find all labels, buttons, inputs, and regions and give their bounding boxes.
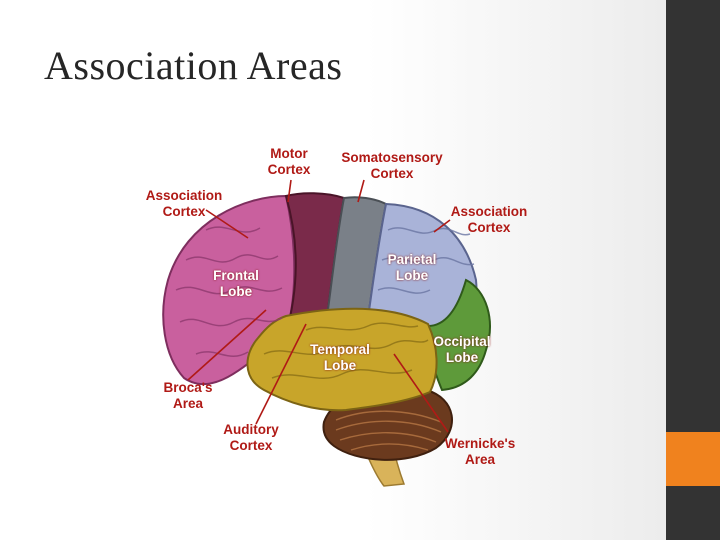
label-auditory-cortex: Auditory Cortex	[223, 422, 279, 453]
temporal-lobe	[246, 307, 438, 412]
brain-illustration	[162, 179, 491, 487]
label-somatosensory-cortex: Somatosensory Cortex	[341, 150, 443, 181]
cerebellum-folds	[335, 410, 442, 451]
label-temporal-lobe: Temporal Lobe	[310, 342, 370, 373]
side-accent-block	[666, 432, 720, 486]
temporal-gyri	[263, 322, 429, 380]
label-motor-cortex: Motor Cortex	[267, 146, 311, 177]
pointer-lines	[187, 179, 451, 433]
label-occipital-lobe: Occipital Lobe	[433, 334, 491, 365]
brain-diagram: Motor Cortex Somatosensory Cortex Associ…	[136, 140, 536, 490]
slide-title: Association Areas	[44, 43, 343, 88]
label-association-cortex-left: Association Cortex	[145, 188, 223, 219]
label-wernickes-area: Wernicke's Area	[444, 436, 516, 467]
label-frontal-lobe: Frontal Lobe	[213, 268, 259, 299]
label-brocas-area: Broca's Area	[163, 380, 213, 411]
occipital-lobe	[426, 278, 491, 392]
label-association-cortex-right: Association Cortex	[450, 204, 528, 235]
label-parietal-lobe: Parietal Lobe	[387, 252, 437, 283]
frontal-gyri	[175, 226, 283, 357]
